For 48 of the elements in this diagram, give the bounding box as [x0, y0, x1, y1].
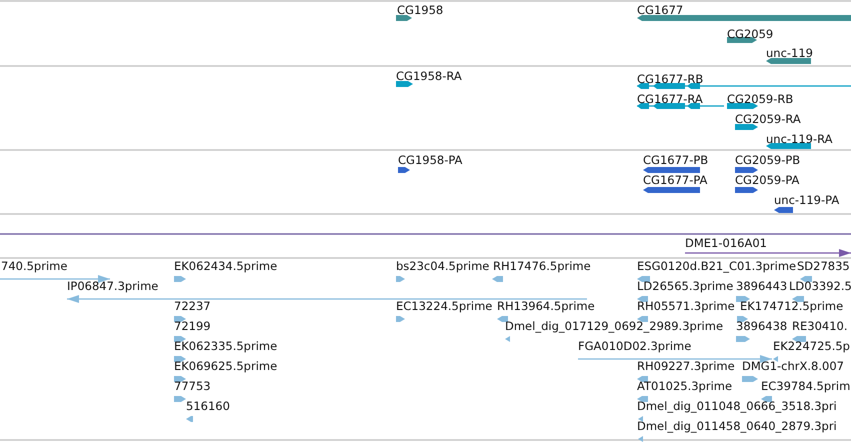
feature-label: 740.5prime: [1, 260, 68, 272]
feature-label: EK062434.5prime: [174, 260, 278, 272]
feature-label: CG2059-PA: [735, 174, 800, 186]
feature-label: EC39784.5prim: [761, 380, 850, 392]
feature-label: bs23c04.5prime: [396, 260, 490, 272]
feature-label: CG2059-PB: [735, 154, 800, 166]
feature-label: IP06847.3prime: [67, 280, 158, 292]
feature-label: 77753: [174, 380, 211, 392]
feature-label: unc-119-RA: [766, 133, 833, 145]
feature-label: RH05571.3prime: [637, 300, 735, 312]
feature-label: Dmel_dig_017129_0692_2989.3prime: [505, 320, 724, 332]
feature-label: FGA010D02.3prime: [578, 340, 692, 352]
feature-label: CG1677-RB: [637, 73, 704, 85]
feature-label: LD26565.3prime: [637, 280, 734, 292]
feature-label: EK062335.5prime: [174, 340, 278, 352]
feature-label: 3896438: [736, 320, 788, 332]
feature-label: EK224725.5p: [773, 340, 850, 352]
feature-label: CG1677-PA: [643, 174, 708, 186]
feature-label: CG1677-PB: [643, 154, 708, 166]
feature-label: CG2059: [727, 28, 774, 40]
feature-label: 72199: [174, 320, 211, 332]
feature-label: Dmel_dig_011048_0666_3518.3pri: [637, 400, 837, 412]
feature-label: EK174712.5prime: [740, 300, 844, 312]
feature-label: CG1958: [397, 4, 444, 16]
feature-label: CG2059-RA: [735, 113, 801, 125]
feature-label: RH13964.5prime: [497, 300, 595, 312]
feature-label: ESG0120d.B21_C01.3prime: [637, 260, 796, 272]
feature-label: CG1677-RA: [637, 93, 703, 105]
feature-label: CG1958-PA: [398, 154, 462, 166]
feature-label: RE30410.: [792, 320, 848, 332]
feature-label: CG2059-RB: [727, 93, 794, 105]
feature-label: RH17476.5prime: [493, 260, 591, 272]
feature-label: unc-119-PA: [774, 194, 840, 206]
feature-label: EK069625.5prime: [174, 360, 278, 372]
feature-label: 516160: [186, 400, 230, 412]
feature-label: DME1-016A01: [685, 237, 767, 249]
feature-label: CG1958-RA: [396, 70, 462, 82]
feature-label: RH09227.3prime: [637, 360, 735, 372]
feature-label: EC13224.5prime: [396, 300, 492, 312]
feature-label: AT01025.3prime: [637, 380, 732, 392]
feature-label: 3896443: [736, 280, 788, 292]
feature-label: Dmel_dig_011458_0640_2879.3pri: [637, 420, 837, 432]
feature-label: 72237: [174, 300, 211, 312]
feature-label: DMG1-chrX.8.007: [742, 360, 844, 372]
feature-label: CG1677: [637, 4, 684, 16]
feature-label: SD27835: [797, 260, 850, 272]
feature-label: LD03392.5: [789, 280, 851, 292]
feature-label: unc-119: [766, 47, 813, 59]
